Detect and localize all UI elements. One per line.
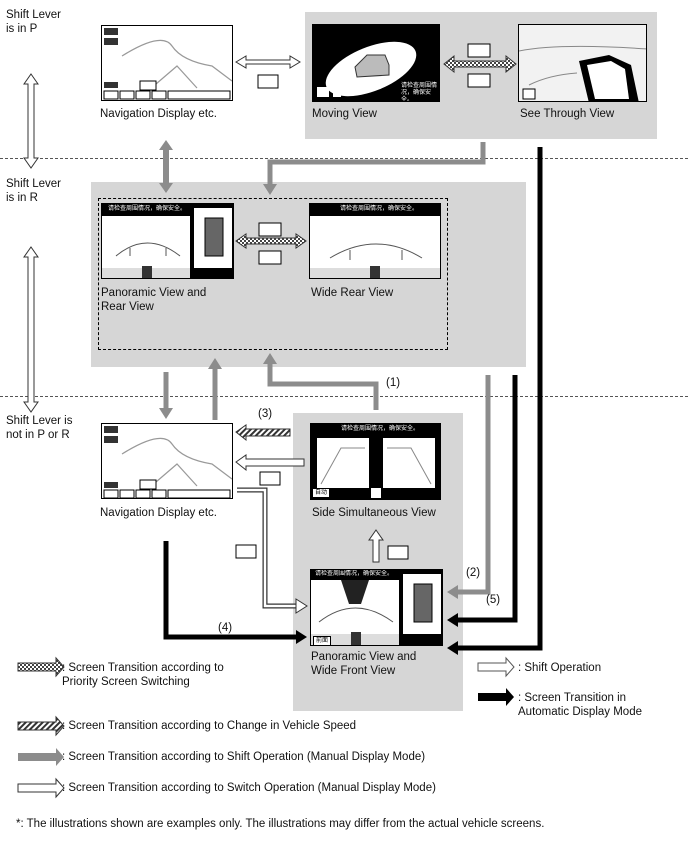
legend-auto: : Screen Transition in Automatic Display… [518,692,642,718]
rear-switch-icon-bottom [258,250,282,265]
nav-display-top-screen [101,25,233,101]
see-through-illustration [519,45,646,101]
shift-arrow-r-other [23,246,39,413]
rear-switch-icon-top [258,222,282,237]
auto-arrow-nav-front [163,541,298,640]
shift-label-other: Shift Lever is not in P or R [6,415,73,441]
see-through-view-screen [518,24,647,102]
legend-shift-op: : Shift Operation [518,662,602,674]
front-banner-text: 请检查周围情况，确保安全。 [315,571,394,577]
caption-panoramic-rear: Panoramic View and Rear View [101,287,207,313]
rear-camera-illustration [102,204,233,278]
priority-arrow-rear-wide [235,233,307,249]
legend-shift-manual: : Screen Transition according to Shift O… [62,751,426,763]
map-illustration-bottom [103,426,232,498]
shift-manual-arrow-side-rear [267,362,379,410]
wide-rear-banner-text: 请检查周围情况，确保安全。 [340,206,419,212]
legend-icon-shift-op [477,656,515,678]
legend-priority: : Screen Transition according to Priorit… [62,662,224,688]
auto-arrow-rear-front [456,375,518,623]
shift-arrow-p-r [23,73,39,169]
moving-switch-icon [467,73,491,88]
switch-icon-1 [257,74,279,89]
priority-arrow-moving-seethrough [443,54,517,74]
rear-banner-text: 请检查周围情况，确保安全。 [108,206,187,212]
marker-5: (5) [486,594,501,606]
legend-icon-switch-manual [17,777,65,799]
switch-icon-3 [235,544,257,559]
switch-arrow-nav-moving [235,55,301,69]
switch-arrow-side-nav [235,454,305,472]
panoramic-rear-screen: 请检查周围情况，确保安全。 [101,203,234,279]
panoramic-front-screen: 请检查周围情况，确保安全。 前面 [310,569,443,646]
r-views-group-box [98,198,448,350]
see-through-switch-icon [467,43,491,58]
switch-arrow-front-side [368,529,384,563]
nav-display-bottom-screen [101,423,233,499]
caption-wide-rear: Wide Rear View [311,287,394,299]
shift-manual-arrow-nav-rear [159,140,173,193]
moving-view-screen: 请检查周围情况，确保安全。 [312,24,440,102]
legend-icon-shift-manual [18,748,64,766]
divider-r-other [0,396,688,397]
auto-arrow-seethrough-front [456,147,543,651]
marker-4: (4) [218,622,233,634]
marker-3: (3) [258,408,273,420]
shift-manual-arrow-rear-front [456,375,491,595]
front-camera-illustration [311,570,442,645]
shift-label-p: Shift Lever is in P [6,9,61,35]
moving-view-warning: 请检查周围情况，确保安全。 [401,83,438,102]
switch-icon-2 [259,471,281,486]
side-simultaneous-screen: 请检查周围情况，确保安全。 自动 [310,423,441,500]
car-on-ellipse-illustration [317,41,417,97]
marker-1: (1) [386,377,401,389]
divider-p-r [0,158,688,159]
speed-arrow-side-nav [235,424,291,442]
map-illustration [103,28,232,100]
side-auto-button: 自动 [313,489,330,497]
front-mode-button: 前面 [313,636,332,645]
side-banner-text: 请检查周围情况，确保安全。 [341,426,420,432]
legend-icon-priority [17,656,65,678]
caption-moving-view: Moving View [312,108,377,120]
footnote: *: The illustrations shown are examples … [16,818,545,830]
caption-side-simul: Side Simultaneous View [312,507,436,519]
shift-manual-arrow-moving-rear [267,142,486,186]
caption-nav-top: Navigation Display etc. [100,108,217,120]
caption-see-through: See Through View [520,108,615,120]
side-camera-illustration [317,434,435,498]
marker-2: (2) [466,567,481,579]
caption-nav-bottom: Navigation Display etc. [100,507,217,519]
switch-icon-4 [387,545,409,560]
wide-rear-screen: 请检查周围情况，确保安全。 [309,203,441,279]
legend-icon-auto [478,688,514,706]
legend-speed: : Screen Transition according to Change … [62,720,357,732]
legend-icon-speed [17,715,65,737]
wide-rear-illustration [310,204,440,278]
shift-label-r: Shift Lever is in R [6,178,61,204]
caption-panoramic-front: Panoramic View and Wide Front View [311,651,417,677]
legend-switch-manual: : Screen Transition according to Switch … [62,782,436,794]
